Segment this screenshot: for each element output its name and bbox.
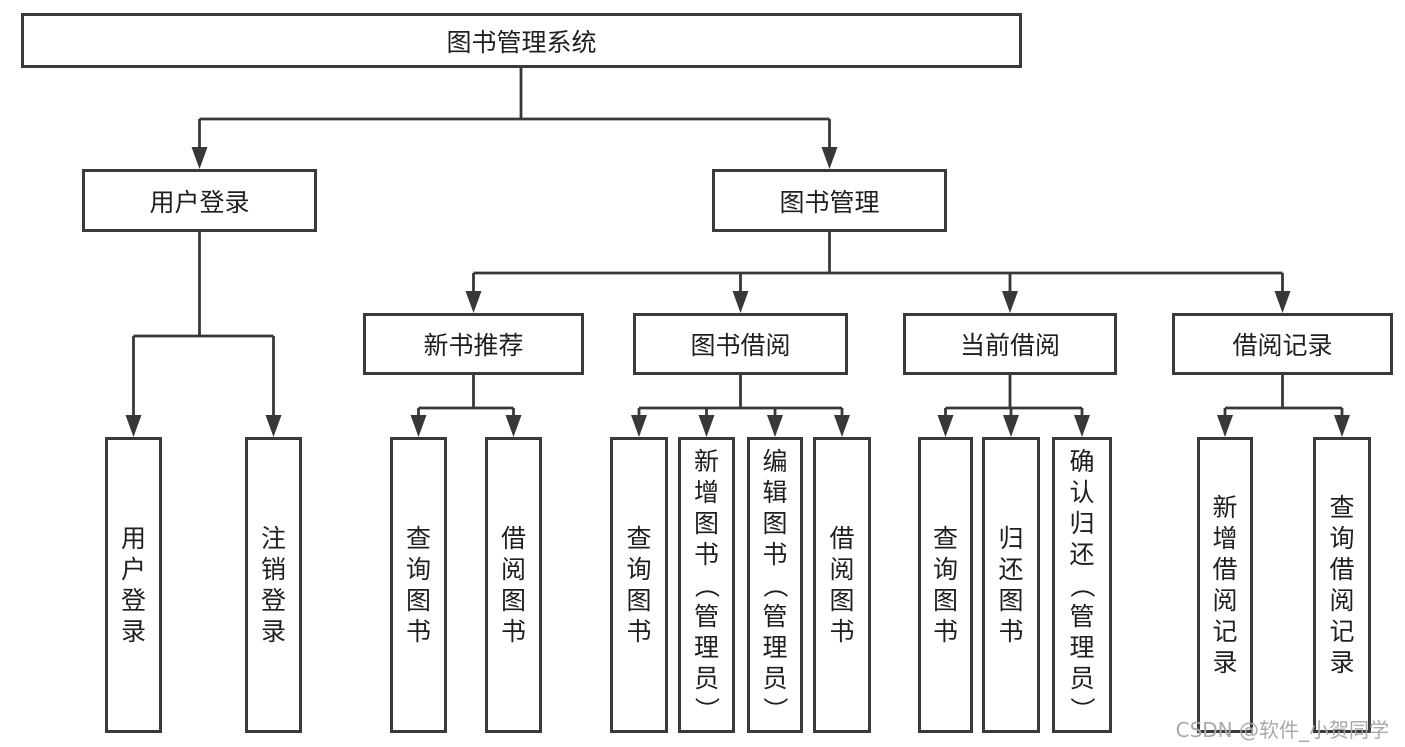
arrowhead	[1274, 291, 1291, 313]
node-label: 用户登录	[120, 524, 146, 646]
node-nb-borrow-book: 借阅图书	[485, 437, 542, 733]
node-current-borrow: 当前借阅	[903, 313, 1117, 375]
node-bb-edit-book-admin: 编辑图书（管理员）	[747, 437, 803, 733]
arrowhead	[698, 415, 715, 437]
node-label: 图书管理系统	[446, 27, 597, 57]
node-label: 归还图书	[998, 524, 1024, 646]
connector-path	[132, 68, 1344, 419]
node-label: 新增借阅记录	[1212, 493, 1238, 677]
arrowhead	[1003, 415, 1019, 437]
node-label: 确认归还（管理员）	[1067, 446, 1097, 722]
node-label: 查询图书	[626, 524, 652, 646]
watermark: CSDN @软件_小贺同学	[1175, 718, 1389, 742]
node-cb-return-book: 归还图书	[982, 437, 1040, 733]
node-label: 当前借阅	[959, 331, 1060, 360]
node-new-book-recommend: 新书推荐	[363, 313, 584, 375]
node-label: 用户登录	[149, 187, 250, 217]
arrowhead	[465, 291, 482, 313]
node-borrow-records: 借阅记录	[1172, 313, 1393, 375]
node-book-management: 图书管理	[712, 169, 947, 232]
arrowhead	[265, 415, 282, 437]
node-br-query-record: 查询借阅记录	[1313, 437, 1371, 733]
arrowhead	[1002, 291, 1018, 313]
arrowhead	[834, 415, 850, 437]
arrowhead	[937, 415, 954, 437]
node-label: 图书管理	[779, 187, 880, 217]
node-label: 借阅图书	[500, 524, 526, 646]
arrowhead	[1074, 415, 1090, 437]
arrowhead	[125, 415, 142, 437]
node-label: 注销登录	[260, 524, 286, 646]
node-label: 查询借阅记录	[1329, 493, 1355, 677]
arrowhead	[767, 415, 783, 437]
node-label: 编辑图书（管理员）	[760, 446, 790, 722]
node-logout: 注销登录	[245, 437, 302, 733]
node-label: 新增图书（管理员）	[692, 446, 721, 722]
arrowhead	[821, 147, 838, 169]
arrowhead	[732, 291, 749, 313]
node-bb-add-book-admin: 新增图书（管理员）	[678, 437, 735, 733]
node-label: 借阅记录	[1232, 331, 1333, 360]
node-cb-confirm-return-admin: 确认归还（管理员）	[1052, 437, 1112, 733]
arrowhead	[631, 415, 647, 437]
node-login: 用户登录	[105, 437, 162, 733]
node-bb-query-book: 查询图书	[610, 437, 668, 733]
node-label: 新书推荐	[423, 331, 524, 360]
arrowhead	[410, 415, 427, 437]
node-label: 借阅图书	[829, 524, 855, 646]
node-nb-query-book: 查询图书	[390, 437, 447, 733]
node-br-add-record: 新增借阅记录	[1197, 437, 1253, 733]
node-book-borrow: 图书借阅	[633, 313, 848, 375]
arrowhead	[1334, 415, 1350, 437]
node-label: 查询图书	[932, 524, 958, 646]
node-cb-query-book: 查询图书	[918, 437, 973, 733]
node-label: 查询图书	[405, 524, 431, 646]
arrowhead	[505, 415, 522, 437]
arrowhead	[1217, 415, 1233, 437]
node-bb-borrow-book: 借阅图书	[813, 437, 871, 733]
arrowhead	[191, 147, 208, 169]
node-label: 图书借阅	[690, 331, 791, 360]
node-user-login: 用户登录	[82, 169, 317, 232]
node-root: 图书管理系统	[21, 13, 1022, 68]
